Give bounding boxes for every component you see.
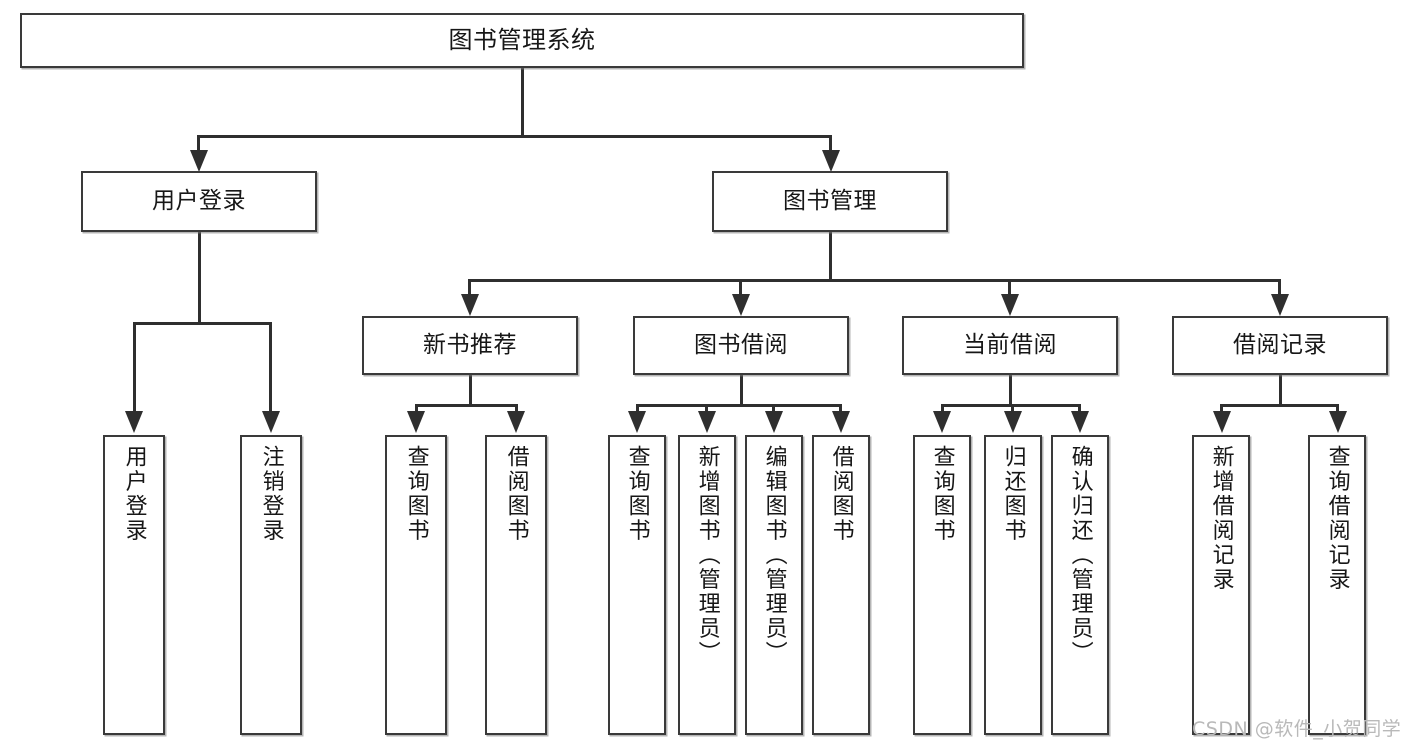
- node-current-borrow-label: 当前借阅: [963, 331, 1057, 358]
- node-leaf-user-login[interactable]: 用户登录: [103, 435, 165, 735]
- arrow-to-leaf-query-book-3: [933, 411, 951, 433]
- arrow-to-leaf-add-book-admin: [698, 411, 716, 433]
- connector-root-to-user-login: [197, 135, 200, 157]
- connector-book-borrow-drop-4: [839, 404, 842, 416]
- node-book-manage[interactable]: 图书管理: [712, 171, 948, 232]
- connector-new-book-drop-1: [415, 404, 418, 416]
- arrow-to-borrow-record: [1271, 294, 1289, 316]
- connector-user-login-drop-2: [269, 322, 272, 416]
- arrow-to-leaf-query-record: [1329, 411, 1347, 433]
- arrow-to-current-borrow: [1001, 294, 1019, 316]
- node-leaf-borrow-book-1-label: 借阅图书: [503, 445, 529, 543]
- connector-book-borrow-bus: [636, 404, 841, 407]
- connector-root-bus: [197, 135, 832, 138]
- node-leaf-add-record-label: 新增借阅记录: [1208, 445, 1234, 592]
- connector-current-borrow-bus: [941, 404, 1080, 407]
- node-leaf-logout-login[interactable]: 注销登录: [240, 435, 302, 735]
- connector-book-borrow-stem: [740, 375, 743, 406]
- arrow-to-leaf-borrow-book-1: [507, 411, 525, 433]
- node-root[interactable]: 图书管理系统: [20, 13, 1024, 68]
- arrow-to-leaf-query-book-1: [407, 411, 425, 433]
- connector-borrow-record-bus: [1220, 404, 1338, 407]
- node-leaf-query-book-1[interactable]: 查询图书: [385, 435, 447, 735]
- node-leaf-query-record-label: 查询借阅记录: [1324, 445, 1350, 592]
- node-leaf-query-book-2[interactable]: 查询图书: [608, 435, 666, 735]
- node-leaf-query-book-2-label: 查询图书: [624, 445, 650, 543]
- node-new-book-recommend[interactable]: 新书推荐: [362, 316, 578, 375]
- arrow-to-leaf-query-book-2: [628, 411, 646, 433]
- connector-current-borrow-stem: [1009, 375, 1012, 406]
- node-leaf-edit-book-admin-label: 编辑图书（管理员）: [761, 445, 787, 666]
- node-book-manage-label: 图书管理: [783, 187, 877, 214]
- arrow-to-leaf-borrow-book-2: [832, 411, 850, 433]
- connector-new-book-bus: [415, 404, 517, 407]
- arrow-to-leaf-user-login: [125, 411, 143, 433]
- node-leaf-return-book-label: 归还图书: [1000, 445, 1026, 543]
- arrow-to-leaf-logout-login: [262, 411, 280, 433]
- connector-book-manage-stem: [829, 232, 832, 282]
- node-leaf-return-book[interactable]: 归还图书: [984, 435, 1042, 735]
- node-leaf-borrow-book-2-label: 借阅图书: [828, 445, 854, 543]
- node-leaf-borrow-book-1[interactable]: 借阅图书: [485, 435, 547, 735]
- node-leaf-logout-login-label: 注销登录: [258, 445, 284, 543]
- connector-book-manage-drop-1: [468, 279, 471, 299]
- connector-borrow-record-stem: [1279, 375, 1282, 406]
- node-user-login-label: 用户登录: [152, 187, 246, 214]
- connector-borrow-record-drop-2: [1336, 404, 1339, 416]
- node-leaf-query-book-3-label: 查询图书: [929, 445, 955, 543]
- node-borrow-record-label: 借阅记录: [1233, 331, 1327, 358]
- connector-book-manage-bus: [468, 279, 1280, 282]
- node-leaf-add-book-admin-label: 新增图书（管理员）: [694, 445, 720, 666]
- node-borrow-record[interactable]: 借阅记录: [1172, 316, 1388, 375]
- connector-current-borrow-drop-1: [941, 404, 944, 416]
- node-current-borrow[interactable]: 当前借阅: [902, 316, 1118, 375]
- connector-user-login-stem: [198, 232, 201, 324]
- node-leaf-confirm-return[interactable]: 确认归还（管理员）: [1051, 435, 1109, 735]
- node-leaf-add-record[interactable]: 新增借阅记录: [1192, 435, 1250, 735]
- node-root-label: 图书管理系统: [448, 26, 596, 55]
- connector-book-manage-drop-3: [1008, 279, 1011, 299]
- connector-book-manage-drop-4: [1278, 279, 1281, 299]
- connector-new-book-drop-2: [515, 404, 518, 416]
- arrow-to-leaf-return-book: [1004, 411, 1022, 433]
- node-leaf-query-book-1-label: 查询图书: [403, 445, 429, 543]
- node-leaf-query-book-3[interactable]: 查询图书: [913, 435, 971, 735]
- connector-root-to-book-manage: [829, 135, 832, 157]
- connector-user-login-drop-1: [133, 322, 136, 416]
- node-leaf-query-record[interactable]: 查询借阅记录: [1308, 435, 1366, 735]
- arrow-to-book-borrow: [732, 294, 750, 316]
- connector-user-login-bus: [133, 322, 271, 325]
- connector-book-borrow-drop-1: [636, 404, 639, 416]
- node-leaf-borrow-book-2[interactable]: 借阅图书: [812, 435, 870, 735]
- node-leaf-confirm-return-label: 确认归还（管理员）: [1067, 445, 1093, 666]
- connector-book-manage-drop-2: [739, 279, 742, 299]
- node-leaf-add-book-admin[interactable]: 新增图书（管理员）: [678, 435, 736, 735]
- arrow-root-to-book-manage: [822, 150, 840, 172]
- arrow-root-to-user-login: [190, 150, 208, 172]
- node-leaf-edit-book-admin[interactable]: 编辑图书（管理员）: [745, 435, 803, 735]
- connector-book-borrow-drop-3: [772, 404, 775, 416]
- connector-root-stem: [521, 68, 524, 137]
- arrow-to-new-book-recommend: [461, 294, 479, 316]
- node-book-borrow-label: 图书借阅: [694, 331, 788, 358]
- connector-current-borrow-drop-2: [1011, 404, 1014, 416]
- node-new-book-recommend-label: 新书推荐: [423, 331, 517, 358]
- connector-book-borrow-drop-2: [705, 404, 708, 416]
- csdn-watermark: CSDN @软件_小贺同学: [1192, 718, 1402, 740]
- node-leaf-user-login-label: 用户登录: [121, 445, 147, 543]
- connector-new-book-stem: [469, 375, 472, 406]
- arrow-to-leaf-confirm-return: [1071, 411, 1089, 433]
- connector-current-borrow-drop-3: [1078, 404, 1081, 416]
- arrow-to-leaf-edit-book-admin: [765, 411, 783, 433]
- node-user-login[interactable]: 用户登录: [81, 171, 317, 232]
- arrow-to-leaf-add-record: [1213, 411, 1231, 433]
- connector-borrow-record-drop-1: [1220, 404, 1223, 416]
- node-book-borrow[interactable]: 图书借阅: [633, 316, 849, 375]
